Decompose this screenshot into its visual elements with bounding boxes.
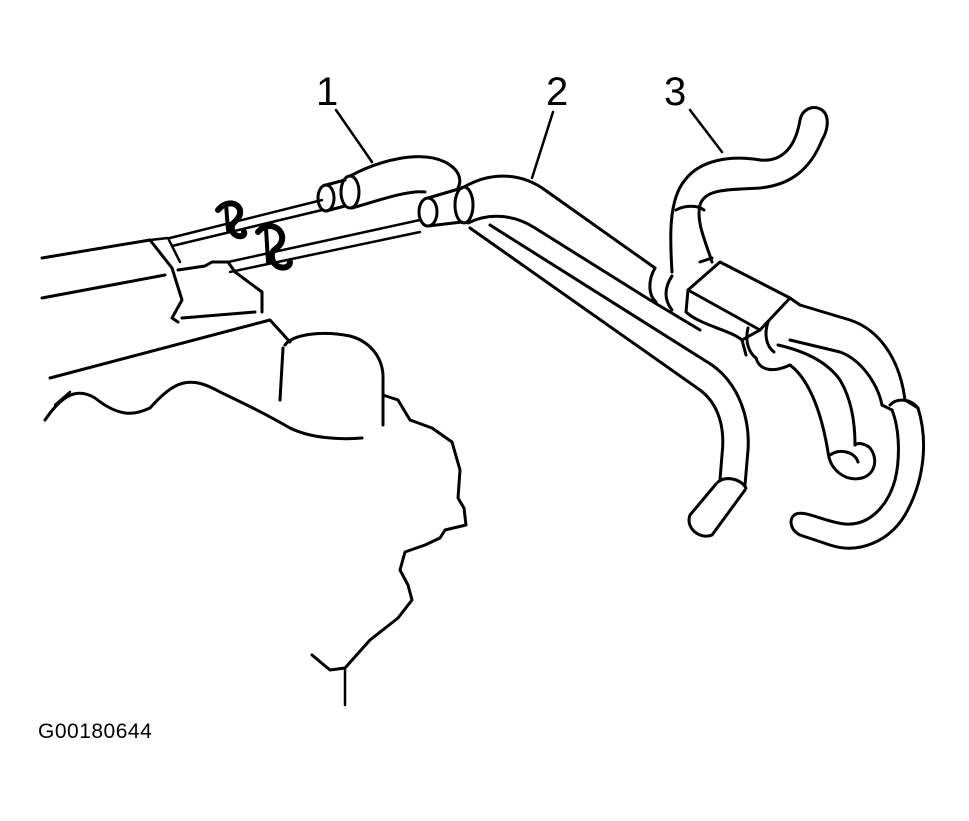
callout-1: 1 [316, 70, 339, 114]
leader-lines [334, 108, 724, 180]
figure-id: G00180644 [38, 720, 153, 743]
heater-core-pipes [168, 198, 422, 274]
engine-outline [40, 236, 468, 707]
hose-2 [417, 174, 750, 538]
callout-2: 2 [546, 70, 569, 114]
hose-1 [316, 155, 462, 213]
hose-clip-lower [255, 223, 293, 271]
callout-3: 3 [664, 70, 687, 114]
hose-3 [669, 106, 926, 550]
